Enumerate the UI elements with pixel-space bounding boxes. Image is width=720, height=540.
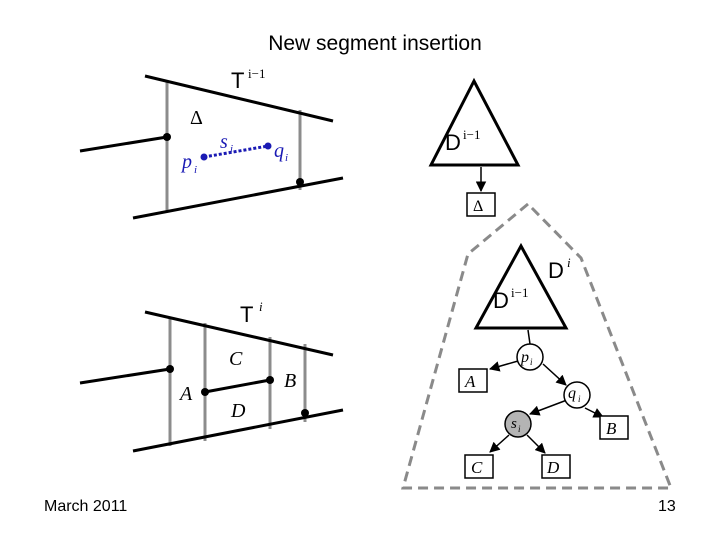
segment-label-s-sub: i (230, 143, 233, 155)
leaf-b-box (599, 415, 629, 440)
endpoint-label-p: p (180, 151, 192, 173)
old-leaf-label: Δ (473, 198, 483, 215)
old-graph-sup: i−1 (463, 127, 480, 142)
old-graph-label: D (445, 130, 461, 155)
top-lower-segment (132, 176, 344, 220)
node-qi-label: q (568, 385, 576, 402)
bottom-lower-segment (132, 408, 344, 453)
edge-s-to-c (489, 434, 510, 453)
inner-graph-triangle (473, 242, 569, 330)
inner-graph-sup: i−1 (511, 285, 528, 300)
bottom-map-label: T (240, 302, 253, 327)
footer-date: March 2011 (44, 498, 128, 515)
segment-label-s: s (220, 131, 228, 153)
inserted-segment (204, 378, 271, 394)
bottom-left-endpoint (166, 365, 174, 373)
edge-q-to-s (529, 399, 568, 416)
node-pi-label: p (520, 349, 529, 366)
leaf-c-box (464, 454, 494, 479)
leaf-d-label: D (546, 458, 560, 477)
node-qi-sub: i (578, 394, 581, 404)
old-graph-triangle (428, 77, 521, 167)
edge-graph-to-p (527, 329, 531, 345)
top-left-segment (79, 135, 168, 153)
region-label-a: A (178, 383, 193, 405)
edge-s-to-d (526, 434, 546, 454)
edge-p-to-a (488, 360, 519, 372)
top-map-label: T (231, 68, 244, 93)
old-leaf-box (466, 192, 496, 217)
bottom-pi-point (201, 388, 209, 396)
endpoint-qi (264, 142, 272, 150)
top-trapezoidal-map: T i−1 Δ s i p i q i (79, 66, 344, 220)
region-label-c: C (229, 348, 243, 370)
old-search-structure: D i−1 Δ (428, 77, 521, 217)
node-pi (516, 343, 544, 371)
node-si-sub: i (518, 424, 521, 434)
node-qi (563, 381, 591, 409)
leaf-c-label: C (471, 458, 483, 477)
bottom-map-sup: i (259, 299, 263, 314)
bottom-trapezoidal-map: T i A B C D (79, 299, 344, 453)
bottom-right-endpoint (301, 409, 309, 417)
new-search-structure: D i D i−1 p i q i s i A (401, 201, 674, 490)
endpoint-pi (200, 153, 208, 161)
node-si (504, 410, 532, 438)
bottom-qi-point (266, 376, 274, 384)
edge-p-to-q (542, 363, 567, 386)
node-pi-sub: i (530, 357, 533, 367)
leaf-a-label: A (464, 372, 476, 391)
slide-title: New segment insertion (268, 32, 482, 55)
new-graph-sup: i (567, 255, 571, 270)
node-si-label: s (511, 416, 517, 432)
new-graph-dashed-outline (401, 201, 674, 490)
leaf-a-box (458, 368, 488, 393)
region-label-d: D (230, 400, 246, 422)
page-number: 13 (658, 498, 676, 515)
new-graph-label: D (548, 258, 564, 283)
top-left-endpoint (163, 133, 171, 141)
leaf-d-box (541, 454, 571, 479)
top-right-endpoint (296, 178, 304, 186)
inner-graph-label: D (493, 288, 509, 313)
top-upper-segment (144, 74, 334, 123)
top-trapezoid-delta: Δ (190, 107, 203, 129)
endpoint-label-p-sub: i (194, 164, 197, 176)
bottom-upper-segment (144, 310, 334, 357)
leaf-b-label: B (606, 419, 617, 438)
endpoint-label-q-sub: i (285, 152, 288, 164)
top-map-sup: i−1 (248, 66, 265, 81)
endpoint-label-q: q (274, 140, 284, 162)
new-segment-si (203, 144, 269, 159)
region-label-b: B (284, 370, 296, 392)
bottom-left-segment (79, 367, 171, 385)
